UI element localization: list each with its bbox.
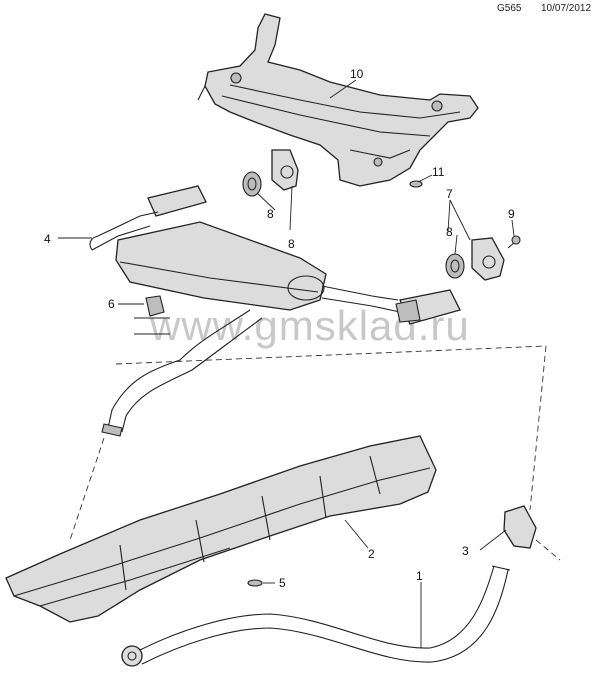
callout-9: 8 (288, 237, 295, 251)
callout-3: 3 (462, 544, 469, 558)
callout-7: 7 (446, 187, 453, 201)
dashed-link-small (535, 539, 561, 561)
dashed-link-right (529, 345, 547, 511)
callout-6: 6 (108, 297, 115, 311)
dashed-link-top (115, 345, 547, 365)
callout-2: 2 (368, 547, 375, 561)
callout-1: 1 (416, 569, 423, 583)
rear-crossmember (197, 13, 479, 187)
clip-nut-12 (409, 180, 423, 188)
dashed-link-left (69, 437, 105, 541)
callout-8-rear: 8 (446, 225, 453, 239)
callout-10: 9 (508, 207, 515, 221)
heat-shield (5, 435, 437, 623)
callout-4: 4 (44, 232, 51, 246)
front-pipe (121, 565, 511, 667)
rear-hanger-assembly (445, 235, 521, 281)
clip-nut-5 (247, 579, 263, 587)
callout-8-front: 8 (267, 207, 274, 221)
diagram-code: G565 (497, 3, 522, 14)
diagram-date: 10/07/2012 (541, 3, 592, 14)
front-bracket (503, 505, 537, 549)
callout-12: 11 (432, 165, 445, 179)
rear-muffler-assembly (89, 185, 461, 437)
callout-11: 10 (350, 67, 364, 81)
hanger-block (134, 295, 170, 335)
front-hanger-bracket (242, 149, 299, 197)
callout-5: 5 (279, 576, 286, 590)
